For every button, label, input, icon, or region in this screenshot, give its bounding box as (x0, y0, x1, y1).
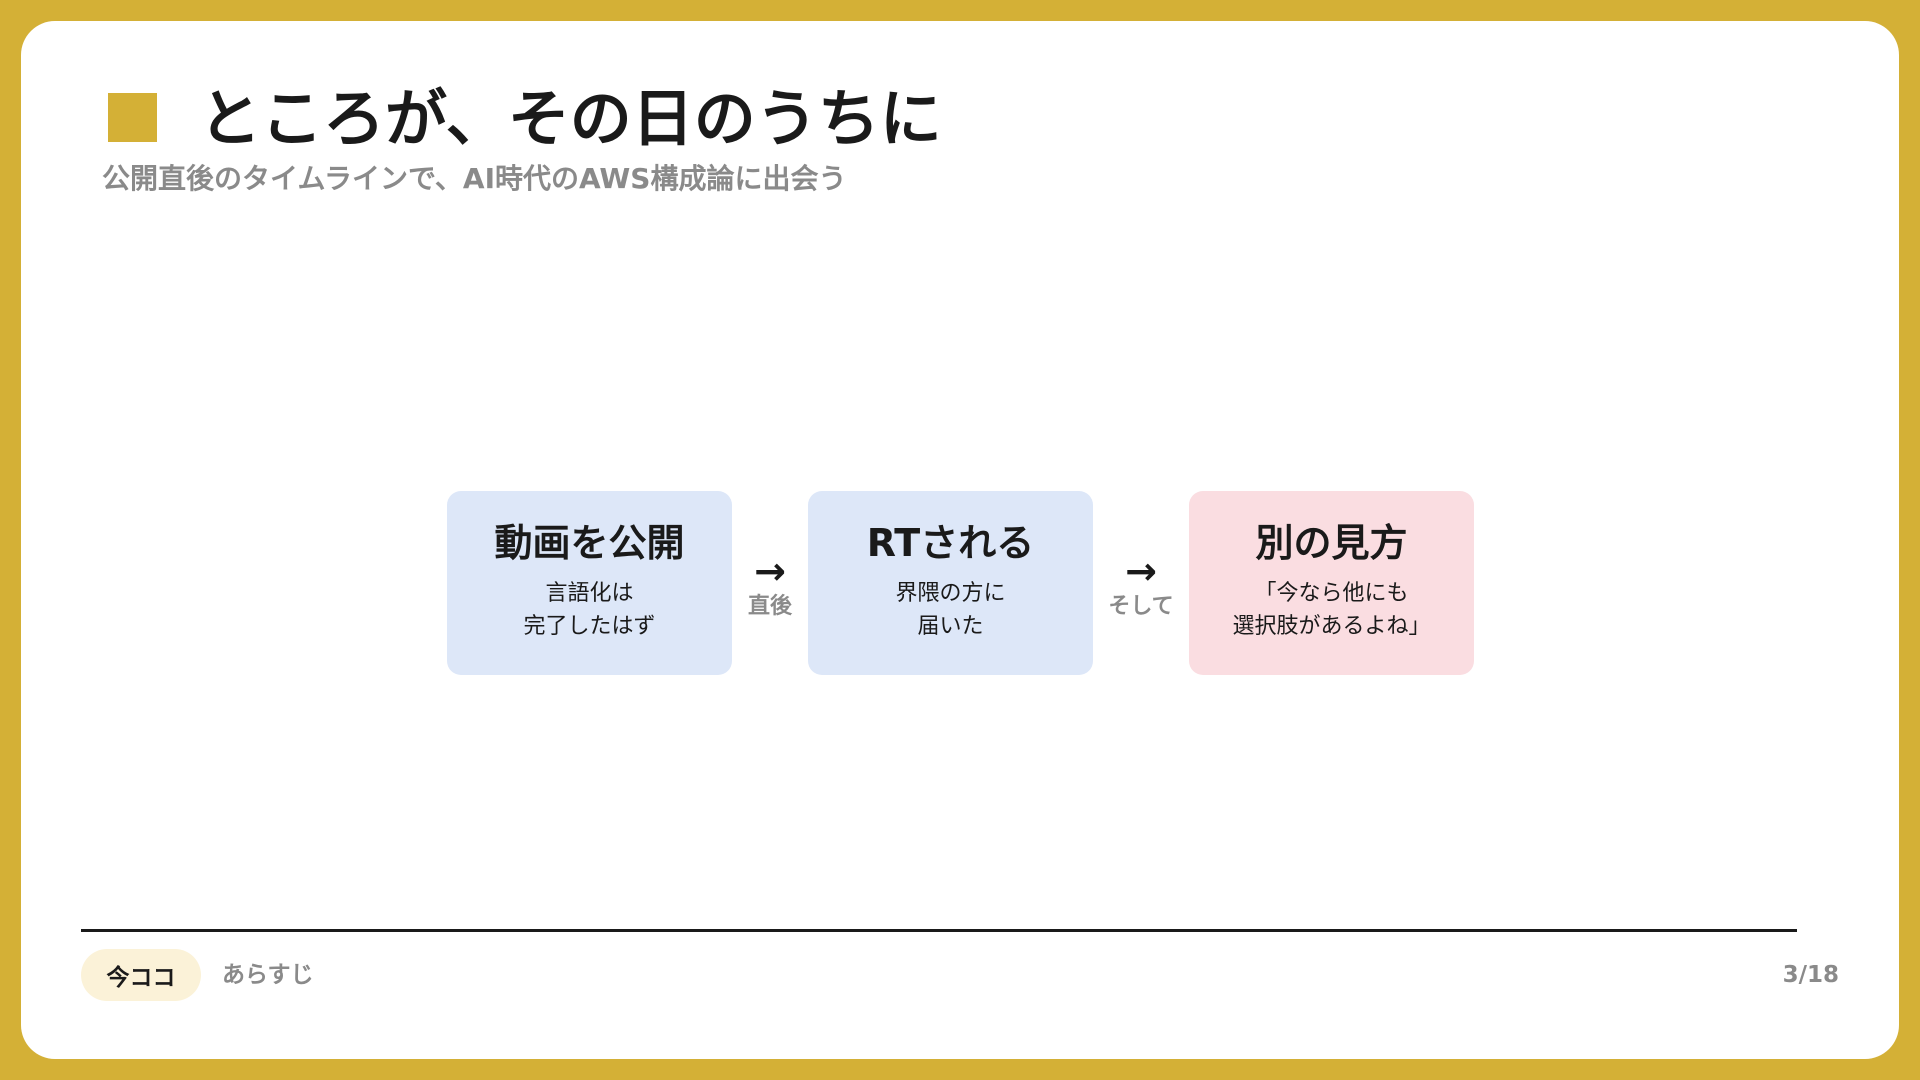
step-description-line: 完了したはず (523, 614, 656, 639)
slide: ところが、その日のうちに 公開直後のタイムラインで、AI時代のAWS構成論に出会… (21, 21, 1899, 1059)
flow-step-another-view: 別の見方 「今なら他にも 選択肢があるよね」 (1189, 491, 1474, 675)
step-description-line: 選択肢があるよね」 (1232, 614, 1431, 639)
step-title: RTされる (866, 521, 1035, 565)
section-name: あらすじ (222, 962, 314, 988)
page-title: ところが、その日のうちに (199, 82, 942, 155)
footer-divider (81, 929, 1797, 932)
step-title: 別の見方 (1255, 521, 1408, 565)
step-description-line: 言語化は (545, 581, 634, 606)
right-arrow-icon: → (1125, 549, 1157, 593)
connector-label: 直後 (747, 594, 792, 619)
flow-diagram: 動画を公開 言語化は 完了したはず → 直後 RTされる 界隈の方に 届いた →… (447, 491, 1474, 675)
flow-connector: → 直後 (732, 544, 808, 622)
current-section-badge: 今ココ (81, 949, 201, 1001)
page-subtitle: 公開直後のタイムラインで、AI時代のAWS構成論に出会う (102, 162, 847, 195)
flow-step-publish: 動画を公開 言語化は 完了したはず (447, 491, 732, 675)
flow-connector: → そして (1093, 544, 1189, 622)
connector-label: そして (1108, 594, 1174, 619)
step-description-line: 「今なら他にも (1254, 581, 1409, 606)
step-description: 言語化は 完了したはず (523, 577, 655, 643)
step-description-line: 届いた (917, 614, 984, 639)
flow-step-retweeted: RTされる 界隈の方に 届いた (808, 491, 1093, 675)
title-square-icon (108, 93, 157, 142)
step-title: 動画を公開 (494, 521, 685, 565)
page-number: 3/18 (1782, 962, 1839, 988)
step-description: 「今なら他にも 選択肢があるよね」 (1232, 577, 1430, 643)
step-description-line: 界隈の方に (895, 581, 1006, 606)
right-arrow-icon: → (754, 549, 786, 593)
step-description: 界隈の方に 届いた (895, 577, 1005, 643)
